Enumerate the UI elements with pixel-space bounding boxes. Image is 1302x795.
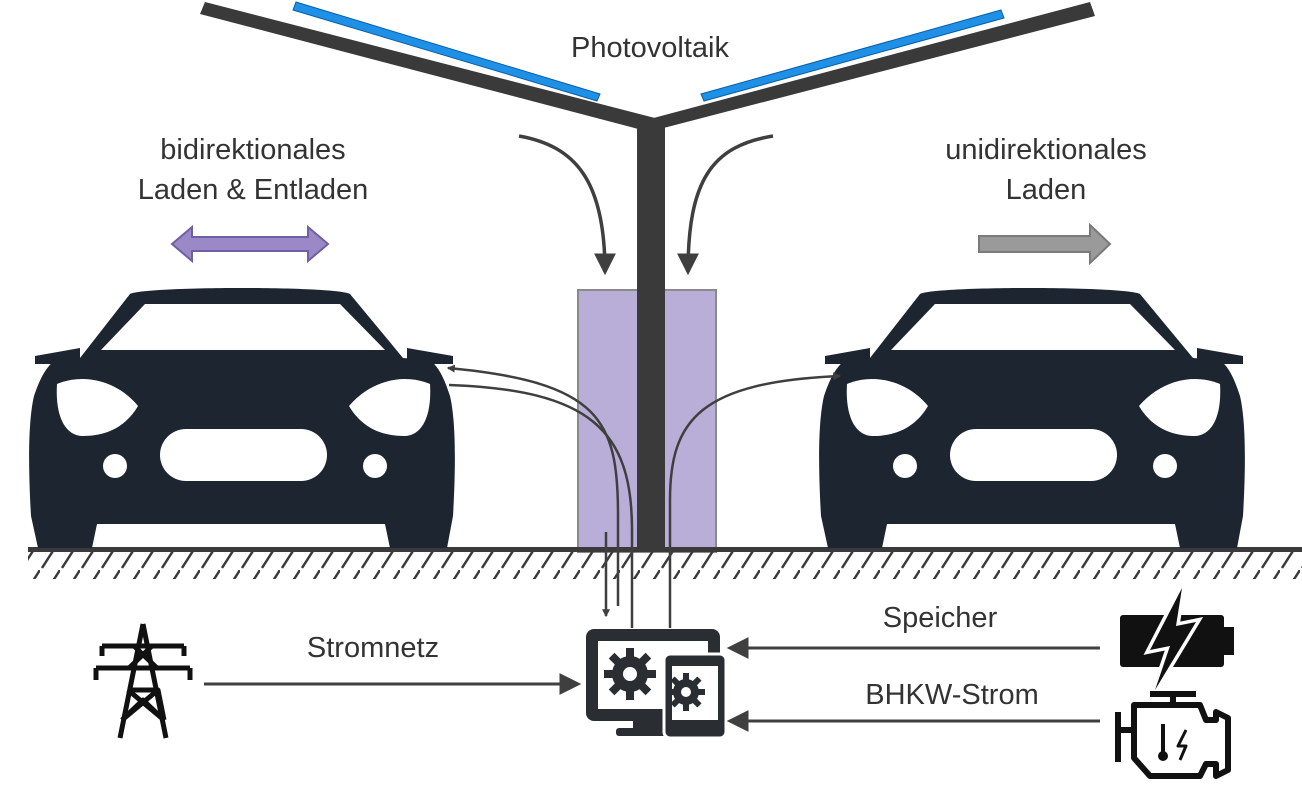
car-left xyxy=(29,288,455,548)
stromnetz-label: Stromnetz xyxy=(306,632,440,664)
speicher-label: Speicher xyxy=(882,602,998,634)
bidirectional-label-line2: Laden & Entladen xyxy=(137,174,369,206)
pv-arrow-right xyxy=(677,134,774,276)
photovoltaik-label: Photovoltaik xyxy=(571,32,729,64)
bhkw-label: BHKW-Strom xyxy=(865,679,1039,711)
solar-panels xyxy=(292,1,1005,102)
pv-arrow-left xyxy=(518,134,616,276)
unidirectional-label-line1: unidirektionales xyxy=(945,134,1147,166)
flow-from-left-car xyxy=(448,383,634,628)
power-pylon-icon xyxy=(93,623,193,739)
car-right xyxy=(819,288,1245,548)
bidirectional-label-line1: bidirektionales xyxy=(160,134,346,166)
flow-to-right-car xyxy=(668,372,842,628)
unidirectional-label-line2: Laden xyxy=(1005,174,1087,206)
control-unit-gears-icon xyxy=(586,629,728,740)
canopy-structure xyxy=(200,2,1095,552)
ground xyxy=(28,547,1302,579)
bidirectional-arrow xyxy=(170,224,330,264)
unidirectional-arrow xyxy=(978,222,1112,266)
engine-chp-icon xyxy=(1115,691,1231,779)
flow-to-left-car xyxy=(446,364,620,606)
battery-lightning-icon xyxy=(1120,586,1234,692)
